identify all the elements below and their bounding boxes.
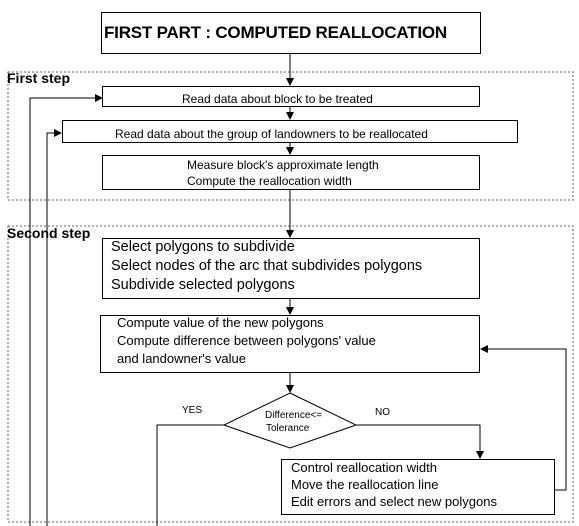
compute-text-3: and landowner's value <box>117 351 246 366</box>
decision-text-2: Tolerance <box>266 423 310 434</box>
feedback-line-group <box>46 129 62 526</box>
measure-box <box>102 155 480 190</box>
read-block-box <box>102 86 480 107</box>
feedback-line-block <box>29 94 103 526</box>
read-block-text: Read data about block to be treated <box>182 92 373 106</box>
control-text-3: Edit errors and select new polygons <box>291 494 497 509</box>
decision-text-1: Difference<= <box>265 410 323 421</box>
control-text-2: Move the reallocation line <box>291 477 439 492</box>
loop-back-line <box>480 345 567 491</box>
yes-label: YES <box>182 405 203 416</box>
yes-branch-line <box>156 424 224 526</box>
first-step-label: First step <box>7 70 71 86</box>
first-step-region <box>7 71 574 201</box>
select-text-3: Subdivide selected polygons <box>111 277 295 293</box>
read-group-box <box>62 120 518 143</box>
compute-text-1: Compute value of the new polygons <box>117 315 324 330</box>
no-branch-line <box>356 424 484 459</box>
second-step-region <box>7 225 574 523</box>
decision-diamond <box>222 392 358 449</box>
compute-box <box>100 315 480 373</box>
second-step-label: Second step <box>7 225 91 241</box>
select-text-1: Select polygons to subdivide <box>111 239 295 255</box>
read-group-text: Read data about the group of landowners … <box>115 127 428 141</box>
select-text-2: Select nodes of the arc that subdivides … <box>111 258 423 274</box>
control-text-1: Control reallocation width <box>291 460 437 475</box>
control-box <box>281 459 555 515</box>
no-label: NO <box>375 407 390 418</box>
select-box <box>102 238 480 299</box>
measure-text-2: Compute the reallocation width <box>187 174 352 188</box>
title-box <box>101 12 481 54</box>
measure-text-1: Measure block's approximate length <box>187 158 379 172</box>
page-title: FIRST PART : COMPUTED REALLOCATION <box>104 23 447 42</box>
compute-text-2: Compute difference between polygons' val… <box>117 333 376 348</box>
